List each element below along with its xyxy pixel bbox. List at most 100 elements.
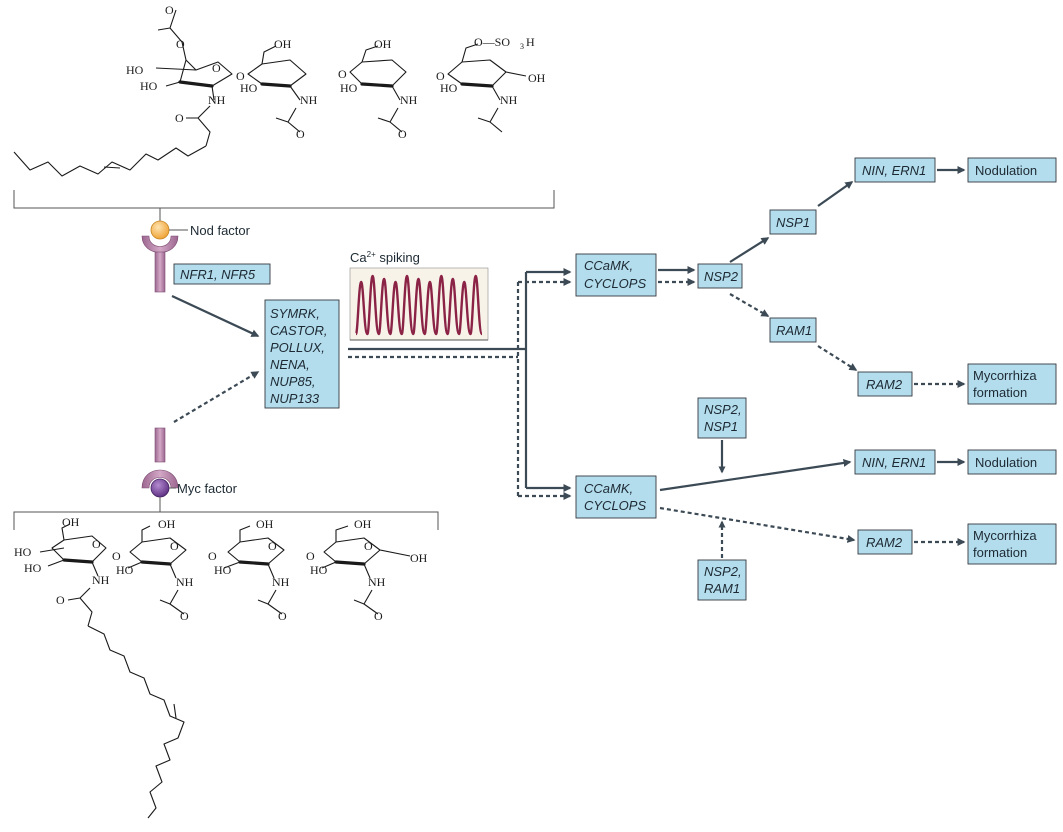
myc-receptor-group: Myc factor: [141, 427, 238, 512]
myc-ring-o-4: O: [364, 539, 373, 553]
myc-factor-structure: OH HO HO O NH O O OH HO O NH O O OH HO O…: [13, 511, 439, 819]
myc-factor-label: Myc factor: [177, 481, 238, 496]
lower-nsp2-ram1-box: [697, 559, 747, 601]
myc-ho-1: HO: [14, 545, 32, 559]
upper-nsp1: NSP1: [776, 215, 810, 230]
lower-ccamk-box: [575, 475, 657, 519]
nod-o-2: O: [296, 127, 305, 141]
upper-ram1: RAM1: [776, 323, 812, 338]
nod-factor-label: Nod factor: [190, 223, 251, 238]
myc-nh-4: NH: [368, 575, 386, 589]
myc-oh-3: OH: [256, 517, 274, 531]
ca-spiking-label: Ca2+ spiking: [350, 250, 420, 265]
lower-nsp2-nsp1-1: NSP2,: [704, 402, 742, 417]
lower-ram2: RAM2: [866, 535, 903, 550]
lower-ram2-box: [857, 529, 913, 555]
common-sym-box: SYMRK, CASTOR, POLLUX, NENA, NUP85, NUP1…: [264, 299, 340, 409]
lower-nsp2-ram1-2: RAM1: [704, 581, 740, 596]
upper-pathway: CCaMK, CYCLOPS NSP2 NSP1 NIN, ERN1 Nodul…: [575, 157, 1057, 405]
lower-nin: NIN, ERN1: [862, 455, 926, 470]
nod-nh-4: NH: [500, 93, 518, 107]
lower-nsp2-nsp1-box: [697, 397, 747, 439]
nod-ho-4: HO: [340, 81, 358, 95]
common-gene-3: POLLUX,: [270, 340, 325, 355]
nod-ho-5: HO: [440, 81, 458, 95]
common-gene-6: NUP133: [270, 391, 320, 406]
myc-receptor-icon: [141, 469, 179, 489]
myc-glyc-o-3: O: [306, 549, 315, 563]
common-gene-1: SYMRK,: [270, 306, 320, 321]
upper-nsp2: NSP2: [704, 269, 739, 284]
myc-ho-4: HO: [214, 563, 232, 577]
myc-o-4: O: [374, 609, 383, 623]
common-gene-5: NUP85,: [270, 374, 316, 389]
nod-oh-1: OH: [274, 37, 292, 51]
myc-factor-ball: [150, 478, 170, 498]
lower-ccamk-2: CYCLOPS: [584, 498, 646, 513]
lower-mycorrhiza-1: Mycorrhiza: [973, 528, 1037, 543]
nod-factor-ball: [150, 220, 170, 240]
upper-ccamk-2: CYCLOPS: [584, 276, 646, 291]
myc-ho-2: HO: [24, 561, 42, 575]
nod-so3h-sub: 3: [520, 42, 524, 51]
nod-ho-3: HO: [240, 81, 258, 95]
upper-mycorrhiza-1: Mycorrhiza: [973, 368, 1037, 383]
upper-ram2: RAM2: [866, 377, 903, 392]
common-gene-4: NENA,: [270, 357, 310, 372]
myc-o-2: O: [180, 609, 189, 623]
nod-glyc-o-1: O: [236, 69, 245, 83]
common-gene-2: CASTOR,: [270, 323, 328, 338]
lower-ccamk-1: CCaMK,: [584, 481, 633, 496]
arrow-myc-to-common: [173, 371, 260, 423]
lower-mycorrhiza-box: [967, 523, 1057, 565]
myc-nh-2: NH: [176, 575, 194, 589]
lower-nsp2-nsp1-2: NSP1: [704, 419, 738, 434]
lower-pathway: CCaMK, CYCLOPS NSP2, NSP1 NSP2, RAM1 NIN…: [575, 397, 1057, 601]
nod-receptor-group: Nod factor NFR1, NFR5: [141, 208, 271, 293]
myc-ho-5: HO: [310, 563, 328, 577]
ca-spiking-trace: [354, 274, 484, 336]
nod-oh-2: OH: [374, 37, 392, 51]
lower-nsp2-ram1-1: NSP2,: [704, 564, 742, 579]
myc-oh-1: OH: [62, 515, 80, 529]
myc-ring-o-1: O: [92, 537, 101, 551]
nfr-box: [173, 263, 271, 285]
upper-nsp1-box: [769, 209, 817, 235]
nfr-label: NFR1, NFR5: [180, 267, 256, 282]
nod-nh-1: NH: [208, 93, 226, 107]
myc-nh-1: NH: [92, 573, 110, 587]
nod-ester-o: O: [176, 37, 185, 51]
upper-nsp2-box: [697, 263, 743, 289]
upper-mycorrhiza-2: formation: [973, 385, 1027, 400]
nod-acetyl-o: O: [165, 3, 174, 17]
ca-spiking-panel: Ca2+ spiking: [349, 250, 489, 341]
nod-nh-3: NH: [400, 93, 418, 107]
nod-receptor-icon: [141, 235, 179, 253]
upper-nodulation: Nodulation: [975, 163, 1037, 178]
nod-o-so3h: O—SO: [474, 35, 510, 49]
nod-o-3: O: [398, 127, 407, 141]
myc-o-3: O: [278, 609, 287, 623]
nod-amide-o: O: [175, 111, 184, 125]
nod-glyc-o-2: O: [338, 67, 347, 81]
upper-ccamk-1: CCaMK,: [584, 258, 633, 273]
nod-factor-structure: O O HO HO NH O O O OH HO NH O O OH HO NH: [13, 3, 555, 209]
upper-nin-box: [854, 157, 936, 183]
upper-ram2-box: [857, 371, 913, 397]
lower-nodulation-box: [967, 449, 1057, 475]
upper-mycorrhiza-box: [967, 363, 1057, 405]
nod-ring-o-1: O: [212, 61, 221, 75]
upper-ram1-box: [769, 317, 817, 343]
upper-nin: NIN, ERN1: [862, 163, 926, 178]
lower-mycorrhiza-2: formation: [973, 545, 1027, 560]
myc-oh-end: OH: [410, 551, 428, 565]
lower-nodulation: Nodulation: [975, 455, 1037, 470]
nod-nh-2: NH: [300, 93, 318, 107]
myc-oh-4: OH: [354, 517, 372, 531]
myc-nh-3: NH: [272, 575, 290, 589]
lower-nin-box: [854, 449, 936, 475]
upper-nodulation-box: [967, 157, 1057, 183]
nod-ho-1: HO: [126, 63, 144, 77]
myc-amide-o: O: [56, 593, 65, 607]
